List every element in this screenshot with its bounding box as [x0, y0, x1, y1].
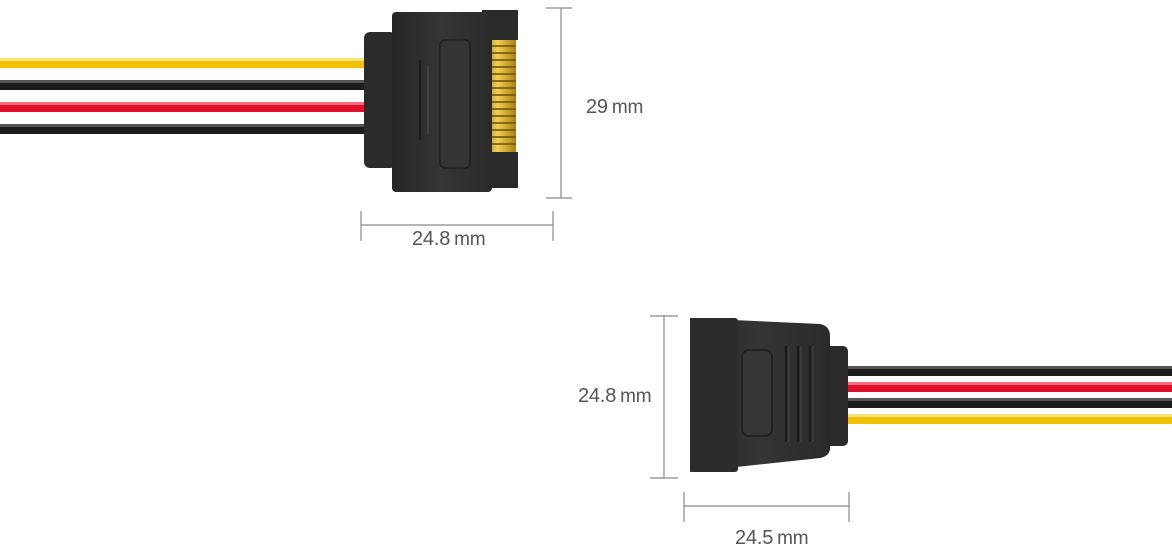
wire-black	[846, 366, 1172, 376]
male-height-value: 29	[586, 96, 608, 118]
male-width-unit: mm	[454, 229, 486, 250]
wire-red	[846, 382, 1172, 392]
female-height-dimension-line	[650, 315, 678, 479]
female-cable-wires	[846, 366, 1172, 424]
wire-black	[0, 80, 372, 90]
wire-yellow	[0, 58, 372, 68]
wire-red	[0, 102, 372, 112]
sata-power-female-connector-icon	[690, 318, 848, 472]
male-height-dimension-line	[546, 7, 572, 199]
male-cable-wires	[0, 58, 372, 134]
male-width-dimension-line	[360, 211, 554, 241]
male-height-unit: mm	[611, 97, 644, 118]
female-height-value: 24.8	[578, 385, 617, 407]
female-height-unit: mm	[620, 386, 652, 407]
female-width-value: 24.5	[735, 527, 774, 549]
female-width-dimension-line	[683, 492, 850, 522]
sata-power-male-connector-icon	[364, 10, 518, 192]
wire-black	[846, 398, 1172, 408]
wire-yellow	[846, 414, 1172, 424]
male-width-value: 24.8	[412, 228, 451, 250]
female-width-unit: mm	[777, 528, 809, 549]
wire-black	[0, 124, 372, 134]
